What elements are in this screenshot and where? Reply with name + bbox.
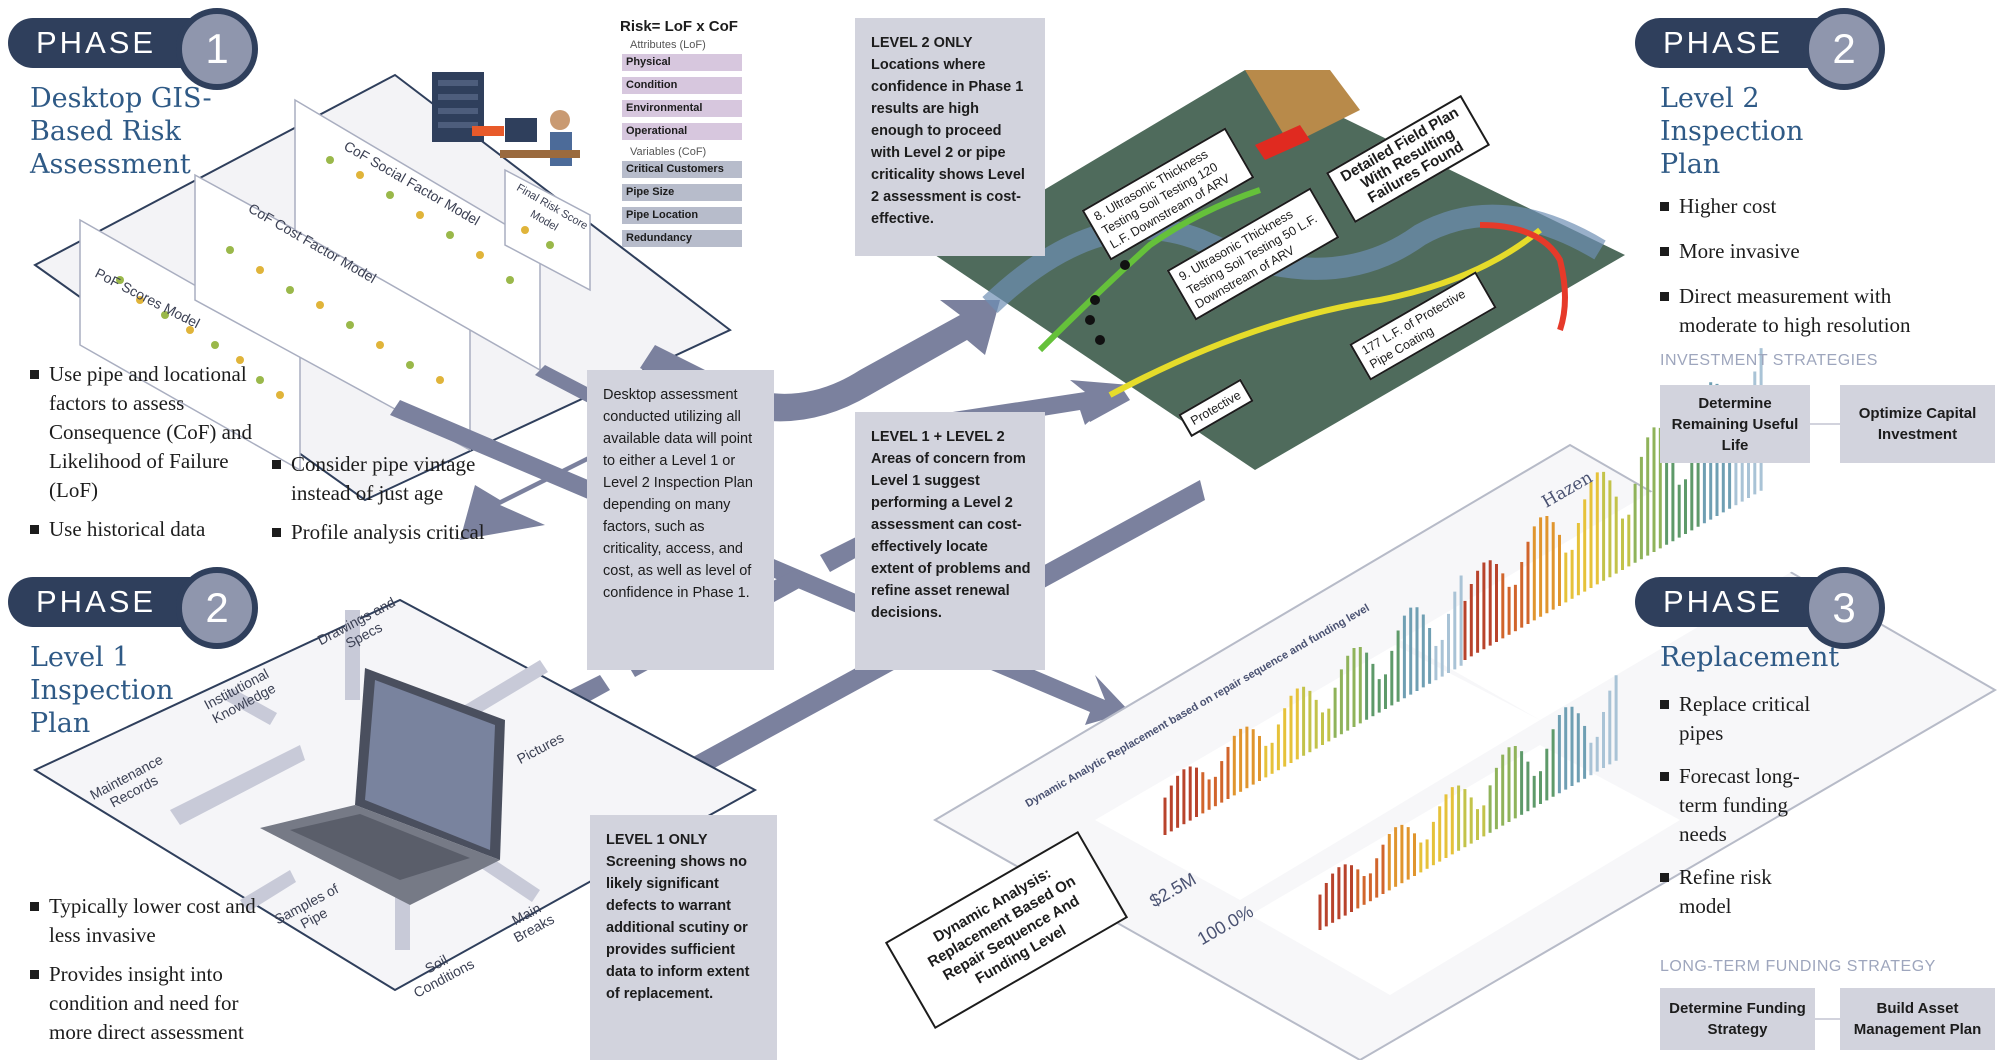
strategy-asset-plan: Build Asset Management Plan [1840,988,1995,1050]
strategy-remaining-life: Determine Remaining Useful Life [1660,385,1810,463]
analyst-icon [500,110,580,166]
risk-formula-panel: Risk= LoF x CoF Attributes (LoF) Physica… [620,18,780,253]
phase2-level2-bullet: Direct measurement with moderate to high… [1660,282,1960,340]
phase2-level2-bullets: Higher cost More invasive Direct measure… [1660,192,1960,350]
phase1-bullet: Consider pipe vintage instead of just ag… [272,450,522,508]
attribute-item: Operational [622,123,742,140]
phase1-badge: PHASE 1 [8,8,258,90]
phase1-bullet: Use pipe and locational factors to asses… [30,360,265,505]
desktop-assessment-text: Desktop assessment conducted utilizing a… [603,387,753,601]
strategy-funding: Determine Funding Strategy [1660,988,1815,1050]
phase1-bullets-right: Consider pipe vintage instead of just ag… [272,450,522,557]
phase2-level2-number: 2 [1803,8,1885,90]
variable-item: Pipe Location [622,207,742,224]
funding-strategy-label: LONG-TERM FUNDING STRATEGY [1660,958,1936,975]
level1-only-title: LEVEL 1 ONLY [606,832,708,848]
funding-connector [1815,1018,1840,1020]
phase3-bullet: Forecast long-term funding needs [1660,762,1820,849]
strategy-connector [1810,423,1840,425]
phase2-level1-bullet: Provides insight into condition and need… [30,960,280,1047]
variables-label: Variables (CoF) [630,146,707,158]
phase3-title: Replacement [1660,642,1840,673]
phase2-level2-badge: PHASE 2 [1635,8,1885,90]
strategy-optimize-capital: Optimize Capital Investment [1840,385,1995,463]
level2-only-title: LEVEL 2 ONLY [871,35,973,51]
level1-only-callout: LEVEL 1 ONLY Screening shows no likely s… [590,815,777,1060]
phase2-level1-title: Level 1 Inspection Plan [30,642,174,739]
data-flow-arrow [472,126,504,136]
attributes-label: Attributes (LoF) [630,39,706,51]
final-risk-model-panel [504,168,591,292]
phase3-bullet: Refine risk model [1660,863,1820,921]
phase1-bullets-left: Use pipe and locational factors to asses… [30,360,265,554]
level1-only-text: Screening shows no likely significant de… [606,854,750,1002]
phase3-number: 3 [1803,567,1885,649]
level2-only-callout: LEVEL 2 ONLY Locations where confidence … [855,18,1045,256]
level1-level2-text: Areas of concern from Level 1 suggest pe… [871,451,1031,621]
attribute-item: Condition [622,77,742,94]
phase2-level1-number: 2 [176,567,258,649]
phase1-bullet: Profile analysis critical [272,518,522,547]
phase1-bullet: Use historical data [30,515,265,544]
attribute-item: Environmental [622,100,742,117]
risk-formula: Risk= LoF x CoF [620,18,738,35]
phase2-level1-bullet: Typically lower cost and less invasive [30,892,280,950]
phase2-level1-bullets: Typically lower cost and less invasive P… [30,892,280,1057]
level1-level2-callout: LEVEL 1 + LEVEL 2 Areas of concern from … [855,412,1045,670]
phase2-level2-title: Level 2 Inspection Plan [1660,83,1804,180]
phase3-bullets: Replace critical pipes Forecast long-ter… [1660,690,1820,931]
model-nodes [116,156,554,399]
desktop-assessment-callout: Desktop assessment conducted utilizing a… [587,370,774,670]
level1-level2-title: LEVEL 1 + LEVEL 2 [871,429,1005,445]
phase2-level2-bullet: Higher cost [1660,192,1960,221]
attribute-item: Physical [622,54,742,71]
excavation-photo [1245,70,1360,145]
phase1-title: Desktop GIS-Based Risk Assessment [30,83,212,180]
variable-item: Pipe Size [622,184,742,201]
phase3-badge: PHASE 3 [1635,567,1885,649]
phase1-number: 1 [176,8,258,90]
phase2-level1-badge: PHASE 2 [8,567,258,649]
investment-strategies-label: INVESTMENT STRATEGIES [1660,352,1878,369]
laptop-icon [260,668,505,905]
level2-only-text: Locations where confidence in Phase 1 re… [871,57,1025,227]
variable-item: Redundancy [622,230,742,247]
phase3-bullet: Replace critical pipes [1660,690,1820,748]
variable-item: Critical Customers [622,161,742,178]
phase2-level2-bullet: More invasive [1660,237,1960,266]
